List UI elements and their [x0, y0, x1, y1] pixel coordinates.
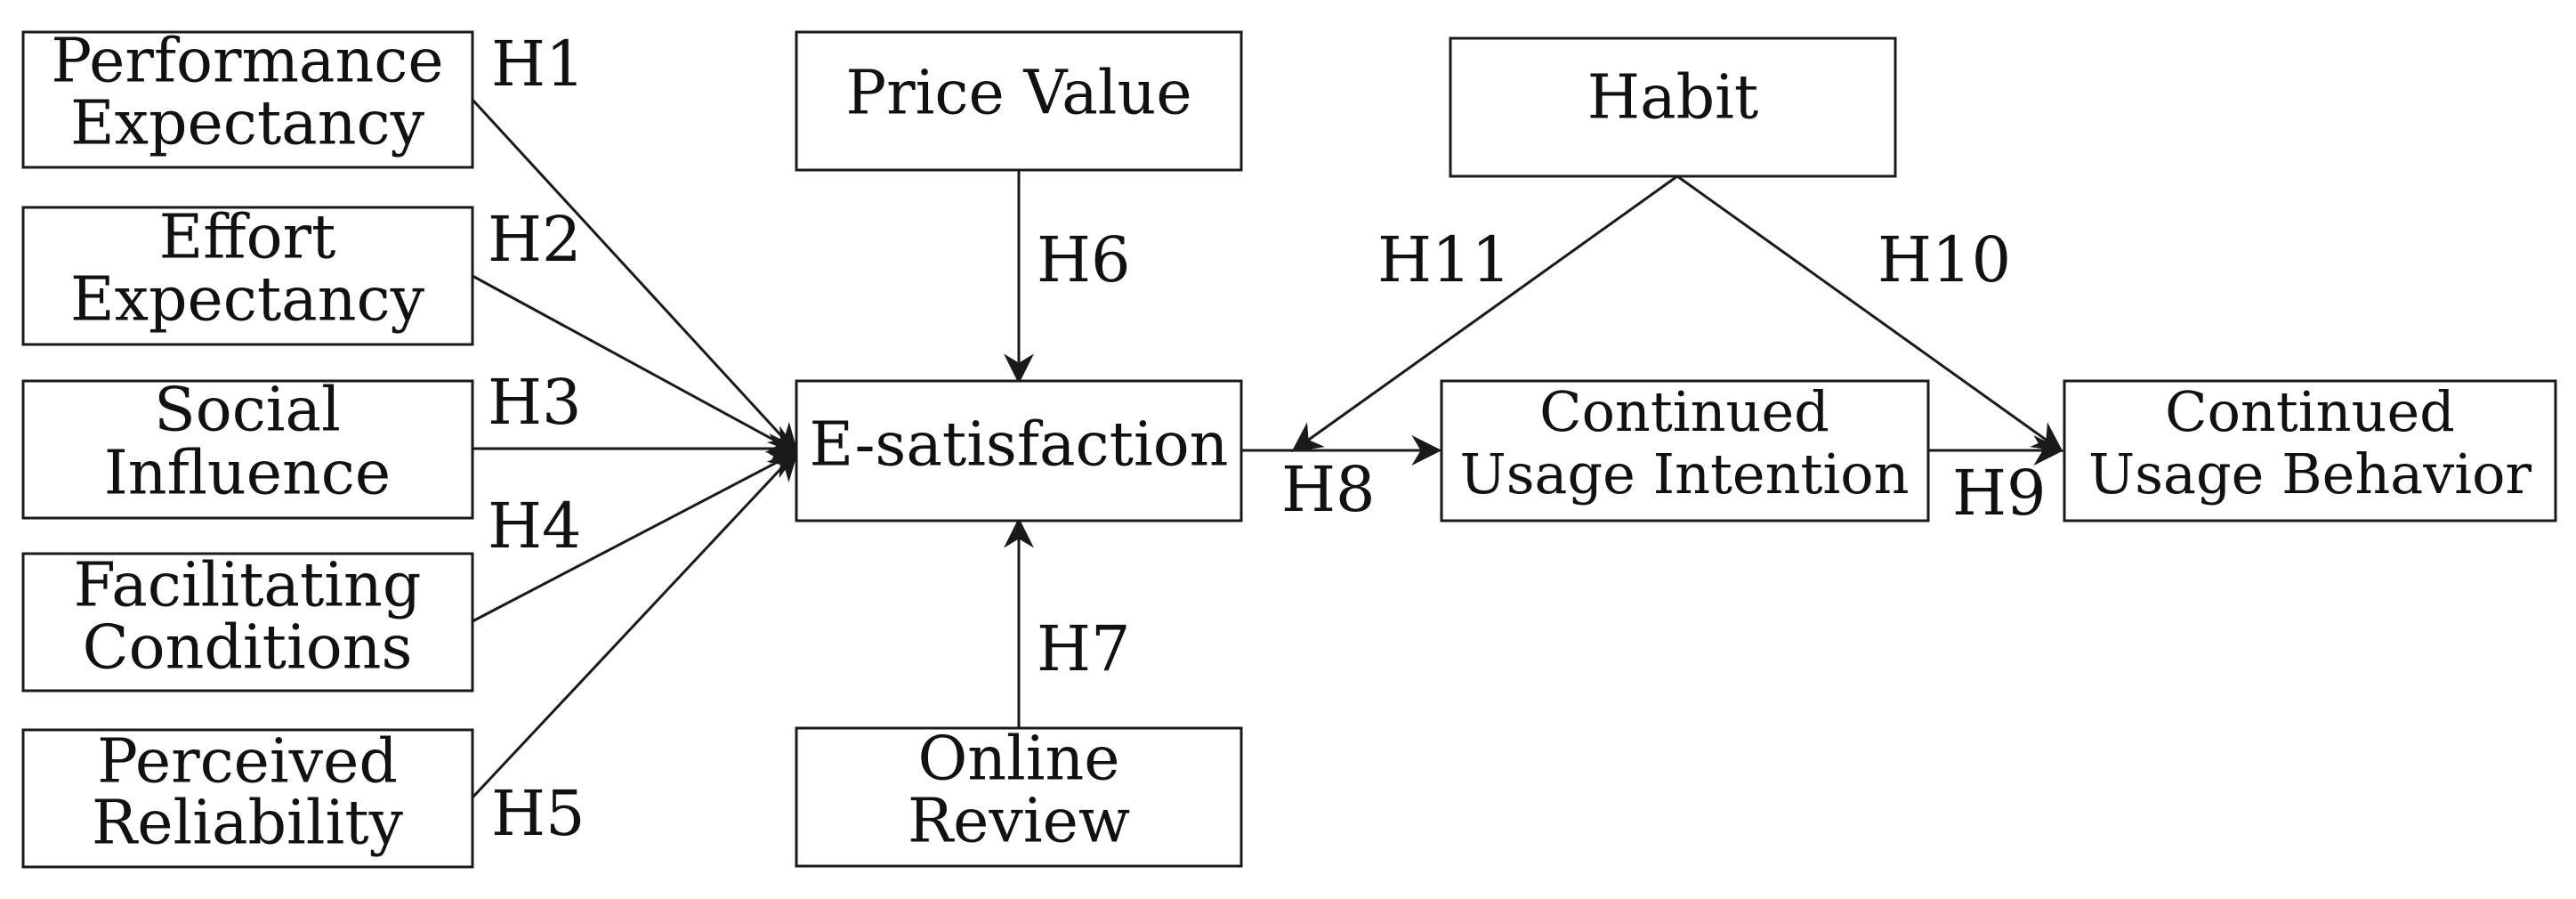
label-h7: H7: [1037, 612, 1131, 685]
node-perceived-reliability-line2: Reliability: [92, 789, 404, 859]
node-social-influence: Social Influence: [21, 376, 474, 520]
node-social-influence-line2: Influence: [104, 439, 391, 509]
hypothesis-labels: H1 H2 H3 H4 H5 H6 H7 H8 H9 H10 H11: [488, 28, 2047, 850]
node-performance-expectancy: Performance Expectancy: [21, 27, 474, 169]
edge-h1: [471, 98, 799, 455]
node-facilitating-conditions-line2: Conditions: [83, 613, 413, 684]
node-effort-expectancy: Effort Expectancy: [21, 203, 474, 346]
label-h4: H4: [488, 490, 582, 563]
node-online-review-line2: Review: [908, 787, 1130, 857]
node-facilitating-conditions-line1: Facilitating: [74, 551, 422, 621]
node-continued-usage-intention-line2: Usage Intention: [1459, 441, 1909, 506]
edge-h10: [1676, 174, 2063, 452]
label-h11: H11: [1377, 223, 1511, 296]
node-price-value-label: Price Value: [845, 59, 1191, 129]
label-h8: H8: [1281, 453, 1376, 526]
node-perceived-reliability: Perceived Reliability: [21, 727, 474, 869]
edge-h5: [471, 450, 799, 799]
edge-h2: [472, 274, 799, 454]
node-continued-usage-behavior-line2: Usage Behavior: [2088, 441, 2532, 506]
node-e-satisfaction-label: E-satisfaction: [810, 410, 1229, 481]
node-social-influence-line1: Social: [154, 376, 341, 446]
node-performance-expectancy-line1: Performance: [51, 27, 443, 97]
edge-h11: [1291, 174, 1678, 452]
label-h3: H3: [488, 366, 582, 439]
label-h2: H2: [488, 203, 582, 276]
node-online-review-line1: Online: [917, 725, 1119, 795]
node-habit: Habit: [1449, 36, 1897, 178]
node-performance-expectancy-line2: Expectancy: [70, 89, 425, 159]
node-online-review: Online Review: [795, 725, 1243, 868]
label-h5: H5: [491, 777, 585, 850]
node-continued-usage-intention: Continued Usage Intention: [1440, 379, 1930, 522]
node-continued-usage-behavior: Continued Usage Behavior: [2063, 379, 2557, 522]
node-continued-usage-intention-line1: Continued: [1539, 379, 1829, 444]
node-habit-label: Habit: [1587, 63, 1758, 134]
node-facilitating-conditions: Facilitating Conditions: [21, 551, 474, 692]
edge-h4: [472, 450, 800, 623]
label-h6: H6: [1037, 223, 1131, 296]
node-price-value: Price Value: [795, 30, 1243, 172]
node-continued-usage-behavior-line1: Continued: [2165, 379, 2455, 444]
label-h9: H9: [1952, 457, 2047, 530]
label-h10: H10: [1877, 223, 2011, 296]
node-e-satisfaction: E-satisfaction: [795, 379, 1243, 522]
edges: [471, 98, 2064, 799]
label-h1: H1: [491, 28, 585, 101]
node-effort-expectancy-line1: Effort: [159, 203, 336, 273]
node-effort-expectancy-line2: Expectancy: [70, 265, 425, 336]
node-perceived-reliability-line1: Perceived: [97, 727, 398, 798]
